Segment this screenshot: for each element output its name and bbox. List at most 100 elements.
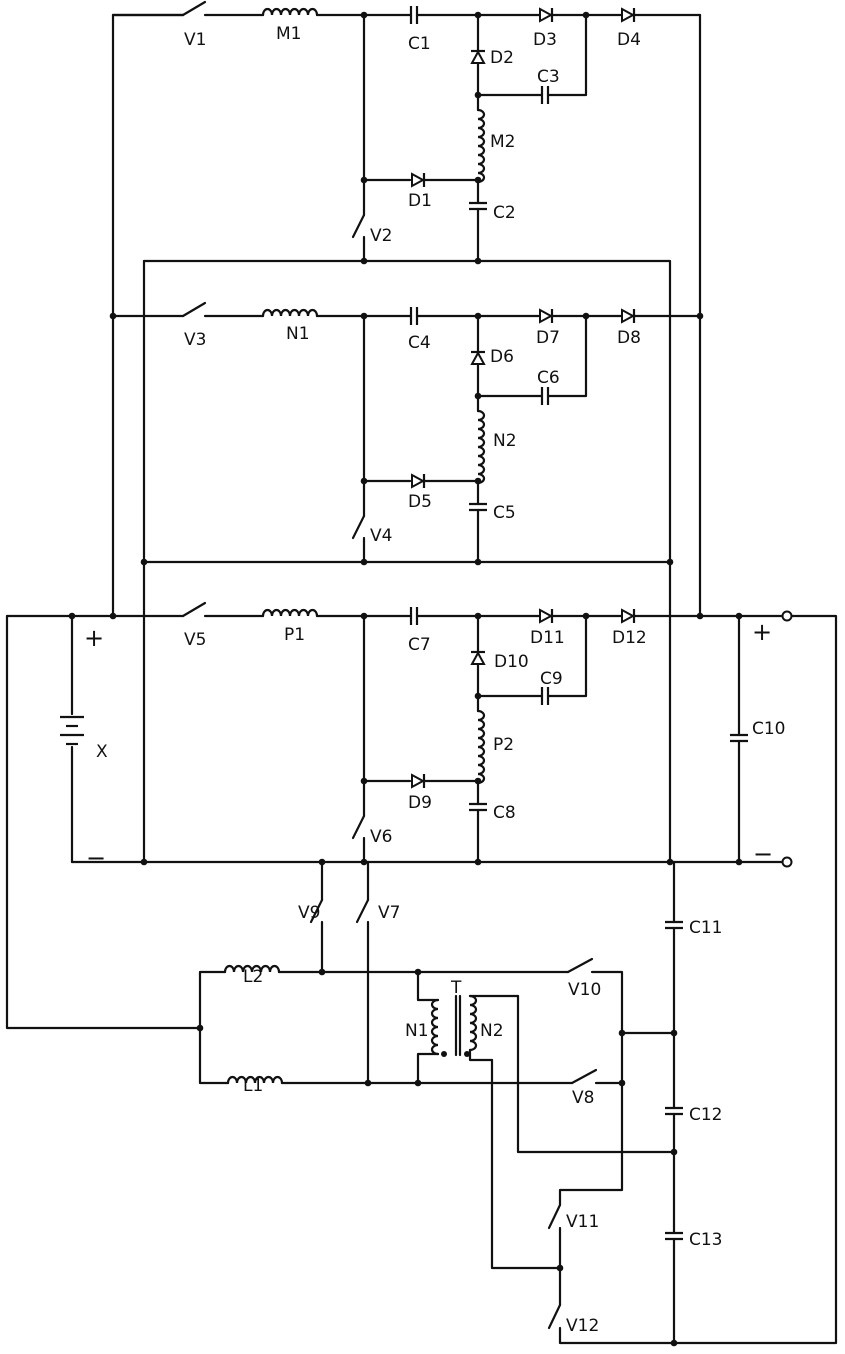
inductor-p2 (478, 711, 484, 783)
junction-dot (475, 258, 482, 265)
label-c7: C7 (408, 635, 431, 655)
diode-d11-triangle (540, 610, 551, 622)
label-n2: N2 (493, 431, 517, 451)
capacitor-c6 (542, 387, 548, 405)
inductor-n2 (478, 411, 484, 483)
label-c3: C3 (537, 67, 560, 87)
junction-dot (361, 559, 368, 566)
label-d5: D5 (408, 492, 432, 512)
label-v3: V3 (184, 330, 206, 350)
switch-v2 (353, 215, 364, 237)
label-c4: C4 (408, 333, 431, 353)
junction-dot (141, 859, 148, 866)
junction-dot (619, 1080, 626, 1087)
junction-dot (671, 1030, 678, 1037)
diode-d7 (540, 309, 552, 323)
switch-v1 (183, 2, 205, 15)
label-c8: C8 (493, 803, 516, 823)
diode-d3 (540, 8, 552, 22)
inductor-m2-winding (478, 110, 484, 182)
label-c10: C10 (752, 719, 786, 739)
inductor-n2-winding (478, 411, 484, 483)
wire (518, 996, 674, 1152)
diode-d2-triangle (472, 52, 484, 63)
junction-dot (141, 559, 148, 566)
junction-dot (671, 1340, 678, 1347)
label-tn2: N2 (480, 1021, 504, 1041)
label-d12: D12 (612, 628, 647, 648)
switch-v5-blade (183, 603, 205, 616)
switch-v10-blade (568, 959, 592, 972)
wire (470, 1050, 492, 1060)
junction-dot (583, 313, 590, 320)
inductor-m2 (478, 110, 484, 182)
junction-dot (110, 313, 117, 320)
capacitor-c9 (542, 687, 548, 705)
junction-dot (361, 613, 368, 620)
label-m2: M2 (490, 132, 515, 152)
junctions (69, 12, 743, 1347)
junction-dot (475, 613, 482, 620)
junction-dot (415, 969, 422, 976)
junction-dot (619, 1030, 626, 1037)
switch-v8-blade (572, 1070, 596, 1083)
label-c2: C2 (493, 203, 516, 223)
diode-d1 (412, 173, 424, 187)
diode-d10-triangle (472, 653, 484, 664)
label-tn1: N1 (405, 1021, 429, 1041)
switch-v3 (183, 303, 205, 316)
inductor-n1 (263, 310, 317, 316)
capacitor-c8 (469, 804, 487, 810)
label-plus-right: + (752, 618, 772, 646)
junction-dot (361, 177, 368, 184)
junction-dot (667, 859, 674, 866)
junction-dot (475, 778, 482, 785)
label-d9: D9 (408, 793, 432, 813)
label-v10: V10 (568, 980, 601, 1000)
label-m1: M1 (276, 24, 301, 44)
diode-d12 (622, 609, 634, 623)
junction-dot (475, 478, 482, 485)
capacitor-c12 (665, 1108, 683, 1114)
diode-d1-triangle (412, 174, 423, 186)
junction-dot (475, 559, 482, 566)
diode-d6-triangle (472, 353, 484, 364)
terminal-minus (783, 858, 792, 867)
junction-dot (110, 613, 117, 620)
diode-d4 (622, 8, 634, 22)
label-v9: V9 (298, 903, 320, 923)
label-c5: C5 (493, 503, 516, 523)
junction-dot (361, 313, 368, 320)
junction-dot (197, 1025, 204, 1032)
inductor-m1 (263, 9, 317, 15)
capacitor-c4 (411, 307, 417, 325)
inductor-m1-winding (263, 9, 317, 15)
labels: V1 M1 C1 D3 D4 D2 C3 M2 D1 C2 V2 V3 N1 C… (84, 24, 786, 1336)
label-c11: C11 (689, 918, 723, 938)
label-d2: D2 (490, 48, 514, 68)
label-d10: D10 (494, 652, 529, 672)
transformer-winding-n1 (432, 1000, 438, 1054)
label-d7: D7 (536, 328, 560, 348)
polarity-dot-n1 (441, 1051, 447, 1057)
switch-v7 (357, 900, 368, 922)
capacitor-c1 (411, 6, 417, 24)
diode-d3-triangle (540, 9, 551, 21)
junction-dot (475, 177, 482, 184)
junction-dot (475, 12, 482, 19)
junction-dot (361, 859, 368, 866)
junction-dot (475, 693, 482, 700)
label-v11: V11 (566, 1212, 599, 1232)
inductor-p1 (263, 610, 317, 616)
wire (670, 862, 674, 922)
capacitor-c11 (665, 922, 683, 928)
diode-d11 (540, 609, 552, 623)
wires (7, 15, 836, 1343)
diode-d6 (471, 352, 485, 364)
junction-dot (319, 859, 326, 866)
label-t: T (450, 978, 462, 998)
diode-d5 (412, 474, 424, 488)
inductor-p2-winding (478, 711, 484, 783)
switch-v6 (353, 816, 364, 838)
